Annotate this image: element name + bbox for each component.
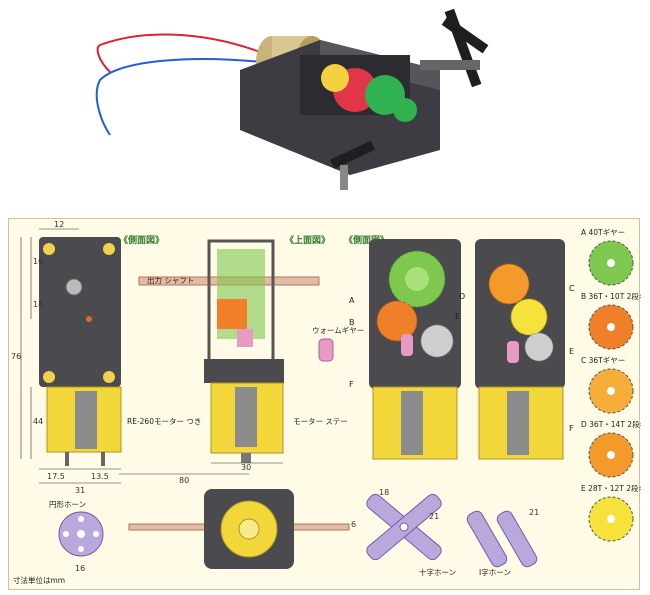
dim-13-5: 13.5 <box>91 472 109 481</box>
dim-44: 44 <box>33 417 43 426</box>
dim-21a: 21 <box>429 512 439 521</box>
callout-e: E <box>455 312 460 321</box>
cross-horn-photo-icon <box>420 8 489 88</box>
product-photo <box>0 0 650 215</box>
dim-16: 16 <box>33 257 43 266</box>
gearbox-body-icon <box>240 40 440 175</box>
gear-legend-label: B 36T・10T 2段ギヤー <box>581 291 641 301</box>
gear-hub-icon <box>607 515 615 523</box>
label-output-shaft: 出力 シャフト <box>147 275 194 285</box>
gear-legend-label: E 28T・12T 2段ギヤー <box>581 483 641 493</box>
gear-legend-label: D 36T・14T 2段ギヤー <box>581 419 641 429</box>
label-worm-gear: ウォームギヤー <box>312 326 364 335</box>
label-round-horn: 円形ホーン <box>49 500 86 509</box>
dim-21b: 21 <box>529 508 539 517</box>
top-view <box>138 239 320 463</box>
dim-76: 76 <box>11 352 21 361</box>
screw-icon <box>103 243 115 255</box>
gear-hub-icon <box>607 259 615 267</box>
callout-b: B <box>349 318 355 327</box>
callout-d: D <box>459 292 465 301</box>
i-horn-icon <box>466 510 538 568</box>
side-view-gears-1 <box>369 239 461 460</box>
gear-hub-icon <box>607 323 615 331</box>
side-view-gears-2 <box>475 239 565 460</box>
callout-f2: F <box>569 424 574 433</box>
gear-legend-label: A 40Tギヤー <box>581 228 625 237</box>
label-motor-stay: モーター ステー <box>293 417 348 426</box>
dim-17-5: 17.5 <box>47 472 65 481</box>
gear-legend-label: C 36Tギヤー <box>581 356 625 365</box>
shaft-horn-photo-icon <box>329 140 375 190</box>
dim-6: 6 <box>351 520 356 529</box>
dim-12: 12 <box>54 220 64 229</box>
callout-e2: E <box>569 347 574 356</box>
callout-a: A <box>349 296 355 305</box>
worm-gear-icon <box>318 338 334 362</box>
callout-c: C <box>569 284 575 293</box>
cross-horn-icon <box>366 493 442 561</box>
view-title-side: 《側面図》 <box>119 234 164 246</box>
view-title-top: 《上面図》 <box>285 234 330 246</box>
unit-note: 寸法単位はmm <box>13 575 65 585</box>
technical-diagram: 12 16 18 76 44 17.5 13.5 31 《側面図》 円形ホーン … <box>8 218 650 590</box>
dim-31: 31 <box>75 486 85 495</box>
dim-18b: 18 <box>379 488 389 497</box>
dim-80: 80 <box>179 476 189 485</box>
side-view-left <box>20 228 122 484</box>
screw-icon <box>103 371 115 383</box>
screw-icon <box>43 243 55 255</box>
label-cross-horn: 十字ホーン <box>419 567 456 577</box>
dim-16b: 16 <box>75 564 85 573</box>
bottom-view <box>128 489 350 569</box>
label-motor: RE-260モーター つき <box>127 417 201 426</box>
gear-legend: A 40Tギヤー B 36T・10T 2段ギヤー C 36Tギヤー D 36T・14T… <box>581 228 650 542</box>
callout-f: F <box>349 380 354 389</box>
dim-30: 30 <box>241 463 251 472</box>
blue-wire <box>95 58 263 136</box>
label-i-horn: I字ホーン <box>479 567 511 577</box>
gear-hub-icon <box>607 387 615 395</box>
screw-icon <box>43 371 55 383</box>
dim-18: 18 <box>33 300 43 309</box>
round-horn-icon <box>58 511 104 557</box>
red-wire <box>96 33 261 73</box>
gear-hub-icon <box>607 451 615 459</box>
